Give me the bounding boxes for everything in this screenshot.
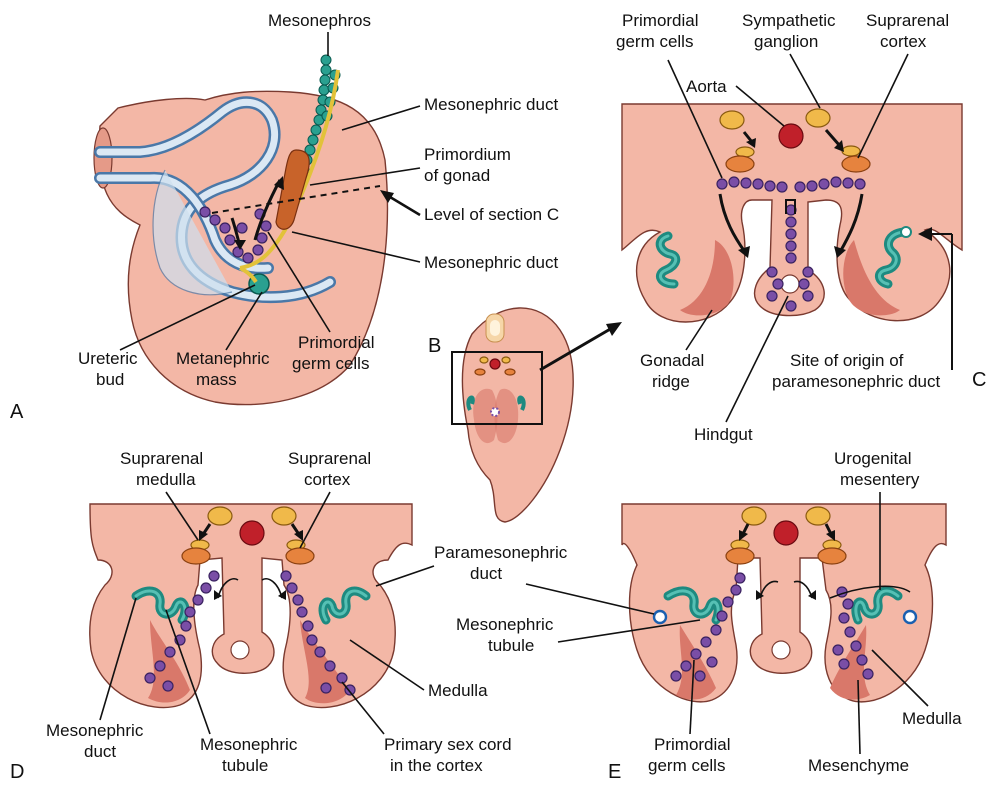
pgc-e-line2: germ cells <box>648 756 725 775</box>
metanephric-label-line2: mass <box>196 370 237 389</box>
suprarenal-medulla-line1: Suprarenal <box>120 449 203 468</box>
suprarenal-cortex-d-line2: cortex <box>304 470 351 489</box>
panel-b-embryo-section <box>452 308 573 522</box>
sympathetic-label-line1: Sympathetic <box>742 11 836 30</box>
mesonephric-duct-top-label: Mesonephric duct <box>424 95 558 114</box>
suprarenal-cortex-d-line1: Suprarenal <box>288 449 371 468</box>
suprarenal-cortex-c-line2: cortex <box>880 32 927 51</box>
medulla-d-label: Medulla <box>428 681 488 700</box>
pgc-c-label-line1: Primordial <box>622 11 699 30</box>
pgc-a-label-line2: germ cells <box>292 354 369 373</box>
primordium-label-line1: Primordium <box>424 145 511 164</box>
panel-d-section <box>90 504 412 708</box>
hindgut-label: Hindgut <box>694 425 753 444</box>
mesonephric-duct-mid-label: Mesonephric duct <box>424 253 558 272</box>
primary-sex-cord-line2: in the cortex <box>390 756 483 775</box>
mesenchyme-label: Mesenchyme <box>808 756 909 775</box>
metanephric-label-line1: Metanephric <box>176 349 270 368</box>
panel-e-section <box>622 504 946 702</box>
paramesonephric-line1: Paramesonephric <box>434 543 568 562</box>
paramesonephric-duct-left <box>654 611 666 623</box>
site-of-origin-line1: Site of origin of <box>790 351 904 370</box>
medulla-e-label: Medulla <box>902 709 962 728</box>
mesonephric-tubule-d-line2: tubule <box>222 756 268 775</box>
paramesonephric-duct-right <box>904 611 916 623</box>
mesonephric-duct-d-line2: duct <box>84 742 116 761</box>
aorta-label: Aorta <box>686 77 727 96</box>
mesonephric-tubule-e-line2: tubule <box>488 636 534 655</box>
pgc-a-label-line1: Primordial <box>298 333 375 352</box>
panel-c-letter: C <box>972 369 986 391</box>
site-of-origin-line2: paramesonephric duct <box>772 372 940 391</box>
panel-d-letter: D <box>10 761 24 782</box>
suprarenal-medulla-line2: medulla <box>136 470 196 489</box>
urogenital-mesentery-line2: mesentery <box>840 470 920 489</box>
urogenital-mesentery-line1: Urogenital <box>834 449 912 468</box>
panel-e-letter: E <box>608 761 621 782</box>
paramesonephric-line2: duct <box>470 564 502 583</box>
mesonephric-duct-d-line1: Mesonephric <box>46 721 144 740</box>
sympathetic-label-line2: ganglion <box>754 32 818 51</box>
ureteric-bud-label-line1: Ureteric <box>78 349 138 368</box>
panel-b-letter: B <box>428 335 441 357</box>
panel-a-letter: A <box>10 401 24 423</box>
gonadal-ridge-line2: ridge <box>652 372 690 391</box>
panel-c-section <box>622 104 962 322</box>
pgc-e-line1: Primordial <box>654 735 731 754</box>
primordium-label-line2: of gonad <box>424 166 490 185</box>
mesonephric-tubule-e-line1: Mesonephric <box>456 615 554 634</box>
primary-sex-cord-line1: Primary sex cord <box>384 735 512 754</box>
suprarenal-cortex-c-line1: Suprarenal <box>866 11 949 30</box>
mesonephric-tubule-d-line1: Mesonephric <box>200 735 298 754</box>
mesonephros-label: Mesonephros <box>268 11 371 30</box>
pgc-c-label-line2: germ cells <box>616 32 693 51</box>
level-of-section-label: Level of section C <box>424 205 559 224</box>
gonadal-ridge-line1: Gonadal <box>640 351 704 370</box>
ureteric-bud-label-line2: bud <box>96 370 124 389</box>
